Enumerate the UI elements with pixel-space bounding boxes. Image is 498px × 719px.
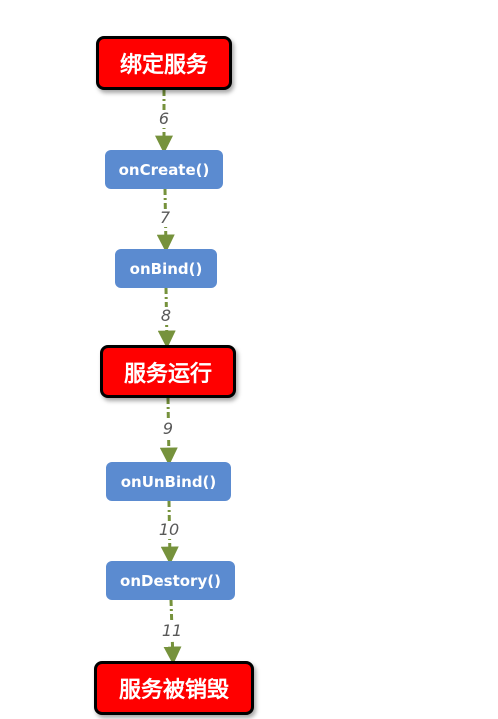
method-on-create-label: onCreate(): [118, 160, 210, 179]
state-service-running-label: 服务运行: [123, 361, 212, 387]
state-service-destroyed-label: 服务被销毁: [118, 678, 229, 703]
method-on-destory: onDestory(): [106, 561, 235, 600]
step-label-8: 8: [158, 306, 174, 325]
method-on-destory-label: onDestory(): [120, 571, 221, 590]
step-label-10: 10: [156, 520, 182, 539]
step-label-6: 6: [156, 109, 172, 128]
step-label-9: 9: [160, 419, 176, 438]
method-on-bind-label: onBind(): [129, 259, 203, 278]
method-on-create: onCreate(): [105, 150, 223, 189]
method-on-unbind: onUnBind(): [106, 462, 231, 501]
step-label-7: 7: [157, 208, 173, 227]
state-bind-service-label: 绑定服务: [119, 53, 208, 78]
state-service-destroyed: 服务被销毁: [94, 661, 254, 715]
method-on-bind: onBind(): [115, 249, 217, 288]
state-service-running: 服务运行: [100, 345, 236, 398]
state-bind-service: 绑定服务: [96, 36, 232, 90]
step-label-11: 11: [159, 621, 185, 640]
method-on-unbind-label: onUnBind(): [120, 472, 217, 491]
